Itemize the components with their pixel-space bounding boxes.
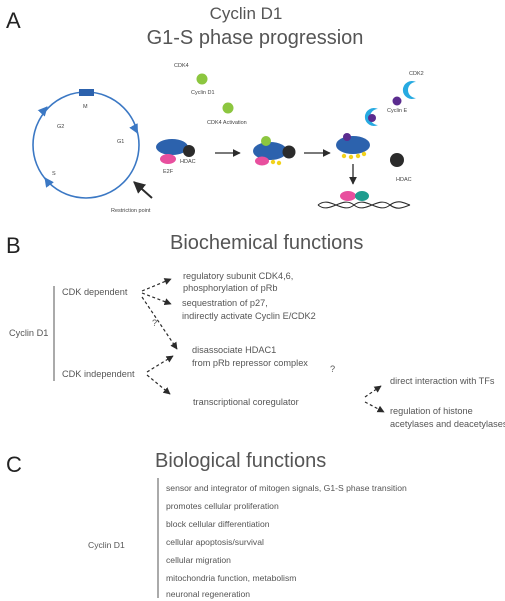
panel-c-title: Biological functions [155,450,326,472]
cyclin-d1-protein-label: Cyclin D1 [191,90,215,96]
question-mark-2: ? [330,364,335,374]
cdk4-activation-label: CDK4 Activation [207,120,247,126]
phosphate-6 [361,151,367,157]
panel-c-letter: C [6,452,22,477]
cycle-arrow-g1 [129,123,139,134]
released-complex [336,133,370,160]
phosphate-4 [348,154,354,160]
cdk2-protein [402,81,416,99]
dp-on-dna [355,191,369,201]
dna-strand-2 [317,201,411,209]
cycle-label-m: M [83,104,88,110]
cdk2-cyclin-e-complex [364,108,378,126]
direct-interaction-tfs: direct interaction with TFs [390,376,495,386]
panel-a-title-line2: G1-S phase progression [147,27,364,49]
cycle-label-s: S [52,171,56,177]
arrow-dependent-to-disassociate [141,296,178,350]
arrow-to-coregulator [146,374,171,395]
hdac-in-complex [183,145,195,157]
biological-function-item: block cellular differentiation [166,519,270,529]
arrow-to-direct-interaction [364,385,382,398]
biological-function-item: neuronal regeneration [166,589,250,599]
disassociate-line2: from pRb repressor complex [192,358,308,368]
phosphate-1 [270,159,276,165]
disassociate-line1: disassociate HDAC1 [192,345,276,355]
phosphate-2 [276,160,282,166]
cdk2-label: CDK2 [409,71,424,77]
hdac-bound [282,145,296,159]
cyclin-e-protein [392,96,402,106]
e2f-bound [255,156,269,166]
transcriptional-coregulator: transcriptional coregulator [193,397,299,407]
cyclin-e-label: Cyclin E [387,108,408,114]
prb-protein-2 [253,142,287,160]
hdac-free-label: HDAC [396,177,412,183]
biological-function-item: mitochondria function, metabolism [166,573,296,583]
cyclin-d1-bound [261,136,271,146]
question-mark-1: ? [152,318,157,328]
phosphorylated-complex [253,136,296,166]
sequestration-line2: indirectly activate Cyclin E/CDK2 [182,311,316,321]
cyclin-e-on-prb [343,133,351,141]
arrow-to-sequestration [141,292,172,306]
panel-b-arrows [141,278,385,413]
arrow-independent-to-disassociate [146,355,174,373]
e2f-protein [160,154,176,164]
restriction-point-label: Restriction point [111,208,151,214]
prb-hdac-e2f-complex: HDAC E2F [156,139,196,175]
prb-protein [156,139,188,155]
panel-b-letter: B [6,233,21,258]
cdk-independent-label: CDK independent [62,369,135,379]
panel-a-title-line1: Cyclin D1 [210,4,283,23]
e2f-label: E2F [163,169,174,175]
biological-function-item: cellular migration [166,555,231,565]
restriction-point-arrow [133,181,153,199]
biological-function-item: cellular apoptosis/survival [166,537,264,547]
regulatory-subunit-line1: regulatory subunit CDK4,6, [183,271,293,281]
cycle-arrow-s [44,177,54,188]
cyclin-e-bound [368,114,376,122]
biological-function-item: promotes cellular proliferation [166,501,279,511]
arrow-to-regulatory [141,278,172,292]
prb-protein-3 [336,136,370,154]
dna-helix [317,191,411,209]
panel-b-title: Biochemical functions [170,232,363,254]
cdk4-label: CDK4 [174,63,189,69]
phosphate-3 [341,153,347,159]
histone-regulation-line1: regulation of histone [390,406,473,416]
sequestration-line1: sequestration of p27, [182,298,268,308]
panel-a-letter: A [6,8,21,33]
hdac-complex-label: HDAC [180,159,196,165]
cdk4-protein [222,102,234,114]
cyclin-d1-protein [196,73,208,85]
cycle-label-g2: G2 [57,124,64,130]
panel-b-root: Cyclin D1 [9,328,48,338]
biological-function-item: sensor and integrator of mitogen signals… [166,483,407,493]
cell-cycle-diagram: M G1 G2 S Restriction point [32,89,153,214]
arrow-to-histone [364,401,385,413]
histone-regulation-line2: acetylases and deacetylases [390,419,505,429]
cycle-arrow-g2 [37,106,48,117]
e2f-on-dna [340,191,356,201]
regulatory-subunit-line2: phosphorylation of pRb [183,283,278,293]
panel-c-root: Cyclin D1 [88,540,125,550]
mitosis-marker [79,89,94,96]
hdac-free-protein [390,153,404,167]
phosphate-5 [355,153,361,159]
cycle-label-g1: G1 [117,139,124,145]
cdk-dependent-label: CDK dependent [62,287,128,297]
